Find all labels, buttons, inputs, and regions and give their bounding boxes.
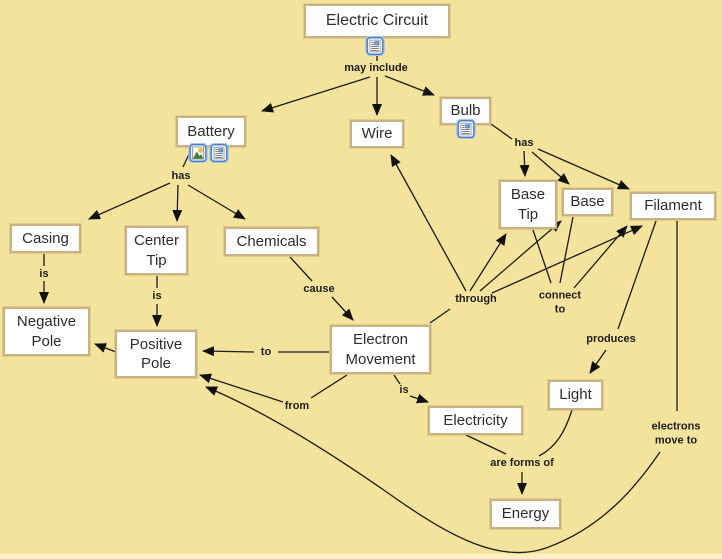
concept-battery[interactable]: Battery [176,116,246,147]
stem-base-tip-to-connect-to[interactable] [532,229,552,284]
arrow-has-to-filament[interactable] [537,148,630,190]
canvas-bottom-edge [0,554,722,559]
stem-bulb-to-has[interactable] [490,123,513,140]
link-is-casing[interactable]: is [39,267,49,280]
stem-filament-to-produces[interactable] [617,220,657,330]
arrow-through-to-base[interactable] [479,220,562,292]
link-electrons-move-to[interactable]: electrons move to [651,420,701,447]
stem-electron-movement-to-is[interactable] [393,374,401,385]
concept-energy[interactable]: Energy [490,499,561,529]
concept-casing[interactable]: Casing [10,224,81,253]
link-is-center-tip[interactable]: is [152,289,162,302]
arrow-has-to-base-tip[interactable] [519,150,530,177]
concept-negative-pole[interactable]: Negative Pole [3,307,90,356]
link-cause[interactable]: cause [303,282,335,295]
arrow-to-to-positive-pole[interactable] [202,346,255,357]
stem-electron-movement-to-from[interactable] [310,374,348,399]
concept-base-tip[interactable]: Base Tip [499,180,557,229]
arrow-through-to-wire[interactable] [390,154,467,292]
document-resource-icon[interactable] [456,118,476,140]
concept-chemicals[interactable]: Chemicals [224,227,319,256]
link-has-bulb[interactable]: has [514,136,534,149]
concept-electricity[interactable]: Electricity [428,406,523,435]
concept-center-tip[interactable]: Center Tip [125,226,188,275]
concept-wire[interactable]: Wire [350,120,404,148]
link-to[interactable]: to [260,345,272,358]
image-resource-icon[interactable] [188,142,208,164]
concept-bulb[interactable]: Bulb [440,97,491,125]
arrow-through-to-base-tip[interactable] [469,233,507,292]
link-are-forms-of[interactable]: are forms of [490,456,554,469]
stem-electron-movement-to-through[interactable] [429,308,451,324]
arrow-may-include-to-bulb[interactable] [384,75,435,96]
link-produces[interactable]: produces [586,332,636,345]
link-is-electron-movement[interactable]: is [399,383,409,396]
arrow-has-to-base[interactable] [531,151,570,185]
document-resource-icon[interactable] [365,35,385,57]
arrow-positive-pole-to-negative-pole[interactable] [94,343,117,353]
arrow-electrons-move-to-to-positive-pole[interactable] [205,386,661,554]
arrow-may-include-to-battery[interactable] [261,76,371,113]
stem-chemicals-to-cause[interactable] [289,256,313,282]
document-resource-icon[interactable] [209,142,229,164]
arrow-cause-to-electron-movement[interactable] [331,296,354,321]
link-from[interactable]: from [284,399,310,412]
concept-positive-pole[interactable]: Positive Pole [115,330,197,378]
stem-base-to-connect-to[interactable] [559,216,574,284]
concept-electric-circuit[interactable]: Electric Circuit [304,4,450,38]
stem-light-to-are-forms-of[interactable] [538,409,573,457]
link-through[interactable]: through [455,292,497,305]
link-has-battery[interactable]: has [171,169,191,182]
arrow-connect-to-to-filament[interactable] [573,225,628,289]
stem-electricity-to-are-forms-of[interactable] [465,434,507,455]
arrow-through-to-filament[interactable] [491,225,643,294]
concept-electron-movement[interactable]: Electron Movement [330,325,431,374]
arrow-has-to-chemicals[interactable] [187,184,246,220]
arrow-has-to-casing[interactable] [88,182,171,220]
arrow-from-to-positive-pole[interactable] [199,373,284,403]
link-connect-to[interactable]: connect to [538,289,582,316]
concept-base[interactable]: Base [562,188,613,216]
link-may-include[interactable]: may include [344,61,408,74]
arrow-produces-to-light[interactable] [589,349,607,374]
arrow-has-to-center-tip[interactable] [172,184,183,222]
arrow-is-to-electricity[interactable] [409,393,429,404]
concept-light[interactable]: Light [548,380,603,410]
concept-filament[interactable]: Filament [630,192,716,220]
